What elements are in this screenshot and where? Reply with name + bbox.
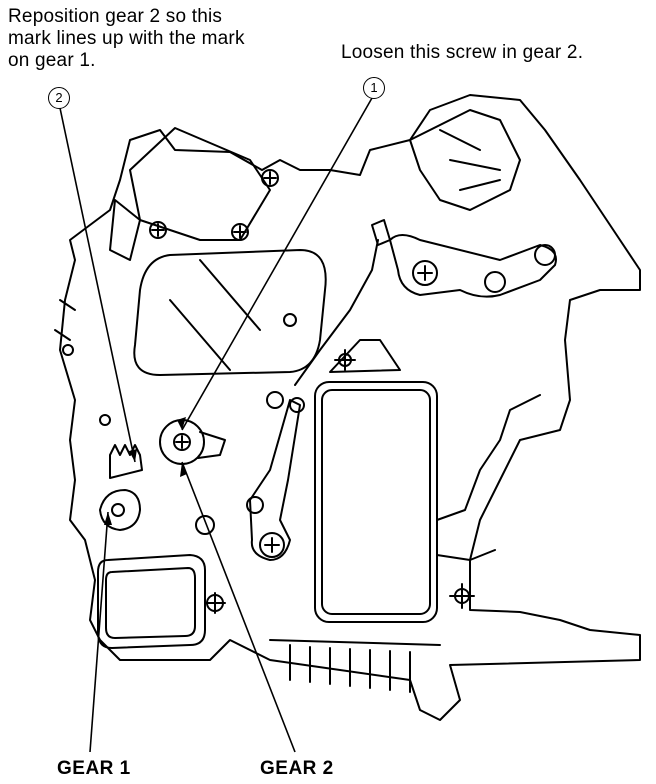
right-panel [314,381,438,623]
reposition-line-2: mark lines up with the mark [8,28,245,49]
housing-outline [59,94,641,721]
gear-1 [99,444,143,531]
loosen-screw-instruction: Loosen this screw in gear 2. [341,42,584,63]
large-opening [133,249,327,376]
leader-callout-2 [59,107,136,463]
leader-gear-2 [181,461,296,753]
reposition-instruction: Reposition gear 2 so this mark lines up … [8,6,318,72]
lower-opening [97,554,206,649]
right-lever [389,234,557,298]
gear-2-label: GEAR 2 [260,758,334,779]
callout-number-1: 1 [363,77,385,99]
actuator-box [129,127,271,241]
leader-callout-1 [181,97,373,431]
reposition-line-3: on gear 1. [8,50,96,71]
reposition-line-1: Reposition gear 2 so this [8,6,223,27]
callout-number-2: 2 [48,87,70,109]
gear-2 [159,419,226,465]
gear-1-label: GEAR 1 [57,758,131,779]
upper-bracket [409,109,521,211]
lower-lever [249,399,301,561]
leader-gear-1 [89,511,109,753]
link-rod [294,239,379,386]
